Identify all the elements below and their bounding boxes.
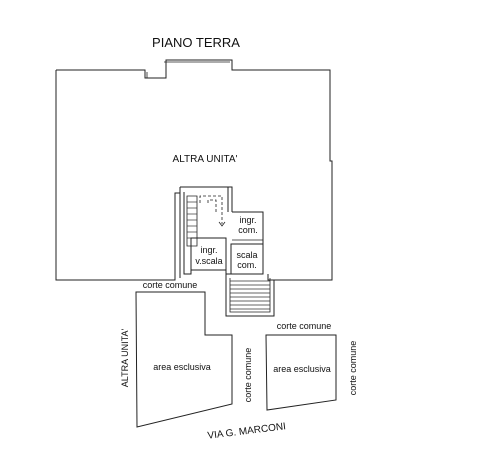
stair-landing-dashed-2 (207, 199, 217, 212)
room-ingr-com (232, 211, 264, 241)
area-esclusiva-right-outline (265, 334, 337, 411)
external-stair (225, 274, 275, 317)
building-outline (55, 59, 333, 281)
building-notch (146, 61, 230, 78)
label-altra-unita-top: ALTRA UNITA' (173, 154, 238, 165)
label-ingr-vscala-2: v.scala (195, 256, 222, 266)
stair-inner-run (186, 195, 198, 247)
external-stair-inner (229, 278, 271, 313)
label-ingr-vscala-1: ingr. (200, 245, 217, 255)
stair-arrow (218, 221, 226, 227)
plan-title: PIANO TERRA (152, 35, 240, 50)
area-esclusiva-left-outline (135, 291, 233, 428)
label-ingr-com-1: ingr. (239, 215, 256, 225)
label-corte-comune-right-top: corte comune (277, 321, 332, 331)
label-scala-com-2: com. (237, 260, 257, 270)
label-street: VIA G. MARCONI (207, 421, 287, 442)
external-stair-steps (230, 280, 270, 310)
label-altra-unita-left: ALTRA UNITA' (120, 329, 130, 388)
label-area-esclusiva-right: area esclusiva (273, 364, 331, 374)
label-corte-comune-top: corte comune (143, 280, 198, 290)
room-ingr-vscala (190, 237, 227, 271)
label-ingr-com-2: com. (238, 225, 258, 235)
label-corte-comune-vertical-mid: corte comune (243, 348, 253, 403)
label-area-esclusiva-left: area esclusiva (153, 362, 211, 372)
stair-landing-dashed (199, 195, 223, 224)
room-scala-com (230, 243, 264, 275)
label-corte-comune-vertical-right: corte comune (348, 341, 358, 396)
label-scala-com-1: scala (236, 250, 257, 260)
stair-steps-upper (187, 201, 197, 239)
